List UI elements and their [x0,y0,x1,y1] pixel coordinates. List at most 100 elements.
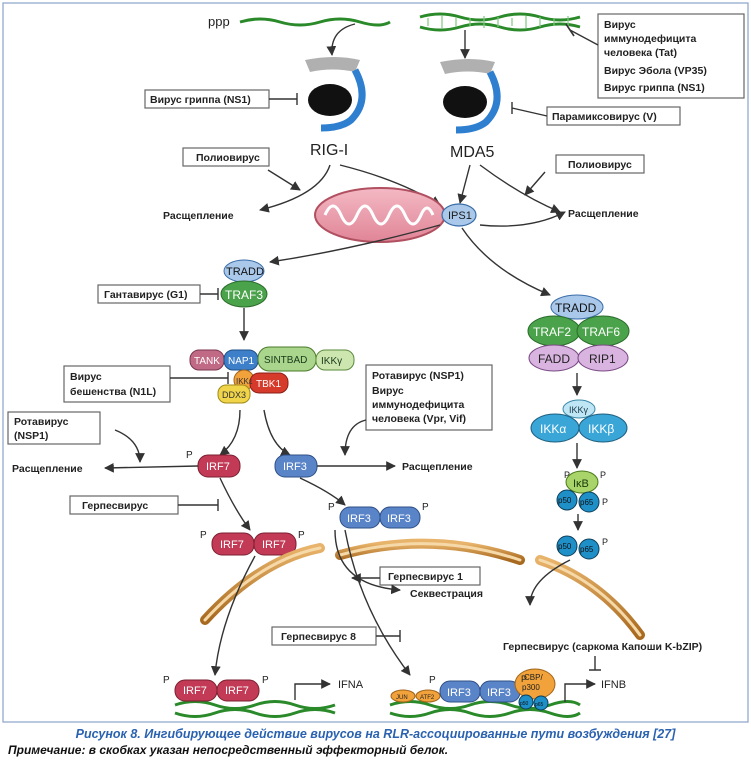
rota-left-text: Ротавирус (NSP1) [14,416,71,442]
rig-i-receptor [305,57,366,132]
p-irf7: P [186,450,193,461]
p-irf7-d1: P [200,530,207,541]
irf7-dimer [211,532,297,556]
sequestration-label: Секвестрация [410,588,483,600]
sintbad-label: SINTBAD [264,355,307,366]
rabies-text: Вирус бешенства (N1L) [70,371,156,398]
atf2-label: ATF2 [420,695,435,701]
irf3-nuc-a: IRF3 [447,687,471,699]
mda5-label: MDA5 [450,144,495,161]
traf-complex [527,294,630,372]
polio-left-text: Полиовирус [196,152,260,164]
hiv-ebola-flu-box [597,13,745,99]
tradd-right-label: TRADD [555,301,597,315]
rota-hiv-text: Ротавирус (NSP1) Вирус иммунодефицита че… [372,370,467,425]
ifna-label: IFNA [338,679,364,691]
viral-dsrna-right [419,12,581,32]
p50-c-label: p50 [520,701,529,707]
dna-left [174,700,336,718]
p-irf3-d1: P [328,502,335,513]
rota-hiv-box [365,364,493,431]
irf7-nuc-b: IRF7 [225,685,249,697]
p-p65-a: P [602,497,608,507]
ikke-label: IKKε [236,377,253,386]
herpes8-text: Герпесвирус 8 [281,631,356,643]
polio-right-box [555,154,645,174]
mitochondrion [314,187,446,243]
cleavage-right-1: Расщепление [568,208,639,220]
endoplasmic-reticulum [200,538,645,640]
figure-caption: Рисунок 8. Ингибирующее действие вирусов… [75,727,676,741]
rip1-label: RIP1 [589,352,616,366]
ikb-label: IκB [573,478,589,490]
ppp-label: ppp [208,14,230,29]
p-irf7-n2: P [262,675,269,686]
p-irf3-d2: P [422,502,429,513]
rig-i-label: RIG-I [310,142,348,159]
p65-a-label: p65 [580,498,594,507]
herpes-text: Герпесвирус [82,500,148,512]
polio-right-text: Полиовирус [568,159,632,171]
p-ikb-2: P [600,470,606,480]
p-irf3-n1: P [429,675,436,686]
rlr-pathway-diagram: ppp RIG-I MDA5 Вирус иммунодефицита чело… [2,2,749,723]
cleavage-left-1: Расщепление [163,210,234,222]
rota-left-box [7,411,101,445]
irf3-enhanceosome [390,668,556,711]
p50-a-label: p50 [558,496,572,505]
p-p65-b: P [602,537,608,547]
hantavirus-text: Гантавирус (G1) [104,289,188,301]
p-irf7-d2: P [298,530,305,541]
kaposi-text: Герпесвирус (саркома Капоши K-bZIP) [503,641,702,653]
irf3-nuc-b: IRF3 [487,687,511,699]
tbk1-label: TBK1 [256,379,281,390]
p65-b-label: p65 [580,545,594,554]
tank-label: TANK [194,356,220,367]
irf3-dimer-a: IRF3 [347,513,371,525]
paramyxovirus-text: Парамиксовирус (V) [552,111,657,123]
p-irf3-n2: P [521,674,527,684]
herpes1-text: Герпесвирус 1 [388,571,463,583]
irf3-dimer [339,506,421,529]
figure-note: Примечание: в скобках указан непосредств… [8,743,449,757]
tradd-left-label: TRADD [226,266,264,278]
traf2-label: TRAF2 [533,325,571,339]
jun-label: JUN [396,695,408,701]
irf7-dimer-a: IRF7 [220,539,244,551]
ikb-nfkb-complex [556,470,600,513]
irf7-dimer-nucleus [174,679,260,702]
p50-b-label: p50 [558,542,572,551]
herpes1-box [379,566,481,586]
ifnb-label: IFNB [601,679,626,691]
flu-ns1-text: Вирус гриппа (NS1) [150,94,251,106]
cleavage-left-2: Расщепление [12,463,83,475]
ddx3-label: DDX3 [222,390,246,400]
mda5-receptor [440,59,501,134]
ikkg-right-label: IKKγ [569,405,589,415]
ikkg-left-label: IKKγ [321,356,342,367]
p-irf7-n1: P [163,675,170,686]
traf3-label: TRAF3 [225,288,263,302]
nfkb-dimer [556,535,600,560]
traf6-label: TRAF6 [582,325,620,339]
rabies-box [63,365,171,403]
irf7-nuc-a: IRF7 [183,685,207,697]
tbk1-complex [189,346,355,404]
traf3 [220,280,268,308]
cbp-label: CBP/ p300 [522,673,545,692]
ips1-protein [441,203,477,227]
irf7-single-label: IRF7 [206,461,230,473]
p65-c-label: p65 [535,702,544,708]
fadd-label: FADD [538,352,570,366]
ips1-label: IPS1 [448,210,472,222]
viral-rna-left [239,17,391,27]
irf3-single-label: IRF3 [283,461,307,473]
polio-left-box [182,147,270,167]
irf3-dimer-b: IRF3 [387,513,411,525]
irf7-dimer-b: IRF7 [262,539,286,551]
nap1-label: NAP1 [228,356,255,367]
ikk-complex [530,399,628,443]
ikkb-label: IKKβ [588,422,614,436]
ikka-label: IKKα [540,422,566,436]
p-ikb-1: P [564,470,570,480]
